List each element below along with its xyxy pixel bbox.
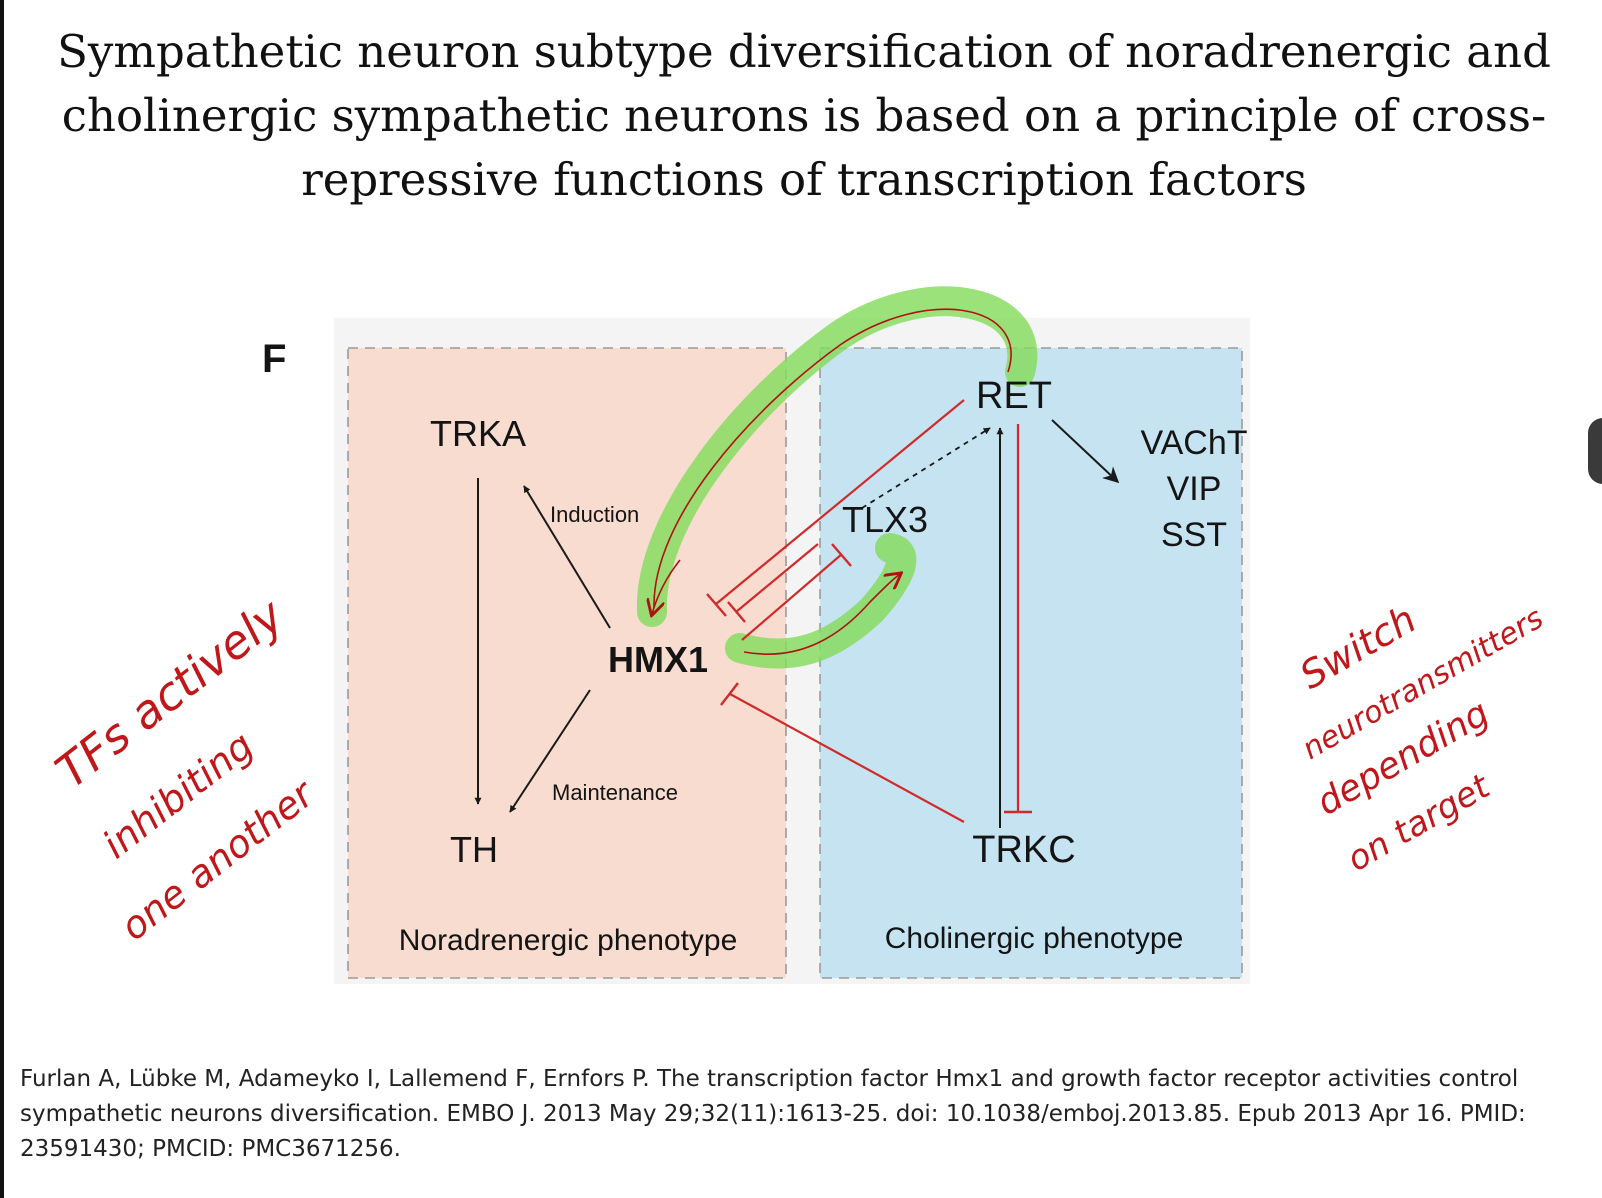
- arrow-ret-to-markers: [1051, 419, 1120, 484]
- node-hmx1: HMX1: [608, 639, 708, 680]
- node-ret: RET: [976, 375, 1052, 417]
- node-th: TH: [450, 829, 498, 870]
- side-scroll-handle[interactable]: [1588, 418, 1602, 484]
- slide-title-line-2: cholinergic sympathetic neurons is based…: [61, 89, 1547, 142]
- node-trkc: TRKC: [972, 829, 1075, 871]
- node-sst: SST: [1161, 516, 1227, 554]
- arrow-hmx1-to-trka: [523, 485, 611, 629]
- cholinergic-region: [819, 347, 1243, 979]
- region-label-noradrenergic: Noradrenergic phenotype: [399, 924, 738, 957]
- citation: Furlan A, Lübke M, Adameyko I, Lallemend…: [20, 1066, 1526, 1162]
- region-label-cholinergic: Cholinergic phenotype: [885, 922, 1184, 955]
- highlighter-loop-upper: [636, 286, 1038, 627]
- inhibit-tlx3-to-hmx1: [735, 543, 819, 613]
- node-vip: VIP: [1167, 470, 1222, 508]
- inhibit-hmx1-to-tlx3: [741, 553, 843, 641]
- inhibit-trkc-to-hmx1: [729, 693, 965, 823]
- node-trka: TRKA: [430, 413, 526, 454]
- slide-title-line-1: Sympathetic neuron subtype diversificati…: [57, 25, 1551, 78]
- slide-title-line-3: repressive functions of transcription fa…: [301, 153, 1307, 206]
- inhibit-bar-hmx1-bottom: [720, 682, 739, 706]
- ink-loop-upper: [653, 308, 1012, 609]
- slide-title: Sympathetic neuron subtype diversificati…: [20, 20, 1588, 212]
- node-tlx3: TLX3: [842, 499, 928, 540]
- node-vacht: VAChT: [1140, 424, 1247, 462]
- inhibit-ret-to-hmx1: [715, 399, 965, 605]
- inhibit-bar-hmx1-top: [706, 593, 727, 617]
- inhibit-bar-tlx3: [831, 543, 852, 567]
- panel-letter: F: [262, 337, 286, 381]
- edge-label-maintenance: Maintenance: [552, 780, 678, 805]
- arrow-hmx1-to-th: [509, 689, 591, 813]
- ink-arrow-to-hmx1: [652, 559, 681, 614]
- inhibit-bar-hmx1-mid: [727, 601, 746, 623]
- left-edge-bar: [0, 0, 4, 1198]
- handwritten-note-left-line-1: TFs actively: [46, 588, 295, 799]
- edge-label-induction: Induction: [550, 502, 639, 527]
- ink-arrow-to-tlx3: [743, 574, 900, 655]
